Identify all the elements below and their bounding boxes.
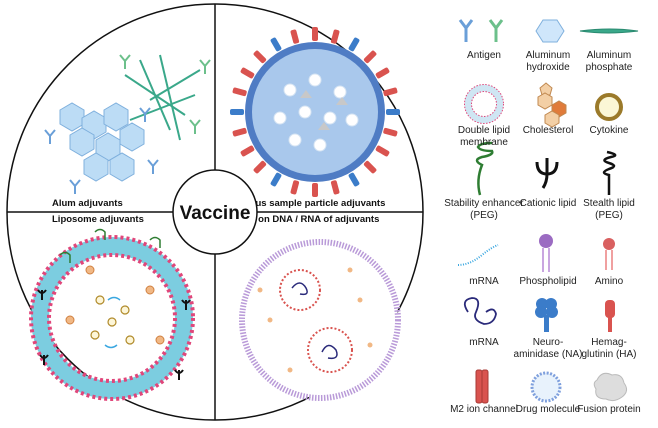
legend-label: Phospholipid: [519, 276, 576, 287]
alum-adjuvants-illustration: [44, 54, 211, 194]
neuraminidase-spike: [386, 109, 400, 115]
hemagglutinin-spike: [232, 87, 247, 97]
m2-ion-channel-icon: [475, 369, 489, 404]
hemagglutinin-spike: [240, 145, 255, 157]
quadrant-label-virus: Virus sample particle adjuvants: [243, 198, 385, 209]
legend-label: phosphate: [586, 62, 633, 73]
legend-label: Stability enhancer: [444, 198, 524, 209]
legend-label: Fusion protein: [577, 404, 640, 415]
quadrant-label-liposome: Liposome adjuvants: [52, 214, 144, 225]
legend-label: (PEG): [595, 210, 623, 221]
center-circle: [172, 169, 258, 255]
legend-label: Aluminum: [587, 50, 631, 61]
legend-label: membrane: [460, 137, 508, 148]
liposome-illustration: [29, 228, 195, 401]
stealth-lipid-icon: [602, 150, 617, 195]
legend-label: Aluminum: [526, 50, 570, 61]
legend-label: (PEG): [470, 210, 498, 221]
cationic-lipid-icon: [535, 158, 559, 189]
hemagglutinin-icon: [605, 300, 615, 332]
cholesterol-icon: [537, 82, 567, 128]
legend-label: Drug molecule: [516, 404, 581, 415]
amino-icon: [603, 238, 615, 270]
hemagglutinin-spike: [312, 27, 318, 41]
quadrant-label-dna-rna: Based on DNA / RNA of adjuvants: [227, 214, 379, 225]
hemagglutinin-spike: [330, 29, 340, 44]
hemagglutinin-spike: [240, 67, 255, 79]
legend-label: Stealth lipid: [583, 198, 635, 209]
legend-label: Hemag-: [591, 337, 627, 348]
hemagglutinin-spike: [312, 183, 318, 197]
hemagglutinin-spike: [330, 180, 340, 195]
hemagglutinin-spike: [375, 67, 390, 79]
hemagglutinin-spike: [363, 160, 377, 174]
antigen-icon: [458, 19, 504, 42]
hemagglutinin-spike: [383, 127, 398, 137]
legend-label: Antigen: [467, 50, 501, 61]
legend-label: aminidase (NA): [514, 349, 583, 360]
stability-enhancer-icon: [475, 141, 494, 196]
legend-label: Cytokine: [590, 125, 629, 136]
hemagglutinin-spike: [290, 180, 300, 195]
neuraminidase-icon: [535, 298, 558, 332]
neuraminidase-spike: [270, 37, 282, 52]
fusion-protein-icon: [593, 372, 628, 402]
neuraminidase-spike: [270, 172, 282, 187]
hemagglutinin-spike: [363, 50, 377, 64]
neuraminidase-spike: [348, 37, 360, 52]
legend-label: mRNA: [469, 276, 499, 287]
hemagglutinin-spike: [253, 50, 267, 64]
neuraminidase-spike: [230, 109, 244, 115]
center-label: Vaccine: [180, 203, 251, 224]
legend-label: glutinin (HA): [581, 349, 636, 360]
mrna-strand-icon: [457, 244, 499, 266]
legend-label: Cationic lipid: [520, 198, 577, 209]
legend-label: Neuro-: [533, 337, 564, 348]
quadrant-label-alum: Alum adjuvants: [52, 198, 123, 209]
double-lipid-membrane-icon: [464, 84, 504, 124]
hemagglutinin-spike: [232, 127, 247, 137]
legend-label: mRNA: [469, 337, 499, 348]
neuraminidase-spike: [348, 172, 360, 187]
hemagglutinin-spike: [290, 29, 300, 44]
mrna-coil-icon: [463, 297, 497, 325]
cytokine-icon: [595, 93, 623, 121]
legend-label: Double lipid: [458, 125, 510, 136]
aluminum-phosphate-icon: [579, 28, 639, 34]
phospholipid-icon: [539, 234, 553, 272]
aluminum-hydroxide-icon: [535, 19, 565, 43]
hemagglutinin-spike: [375, 145, 390, 157]
legend-label: Cholesterol: [523, 125, 574, 136]
legend-label: Amino: [595, 276, 624, 287]
legend-label: M2 ion channel: [450, 404, 518, 415]
drug-molecule-icon: [530, 371, 562, 403]
lipid-nanoparticle-illustration: [239, 239, 401, 401]
hemagglutinin-spike: [383, 87, 398, 97]
legend-label: hydroxide: [526, 62, 570, 73]
hemagglutinin-spike: [253, 160, 267, 174]
virus-particle-illustration: [230, 27, 400, 197]
